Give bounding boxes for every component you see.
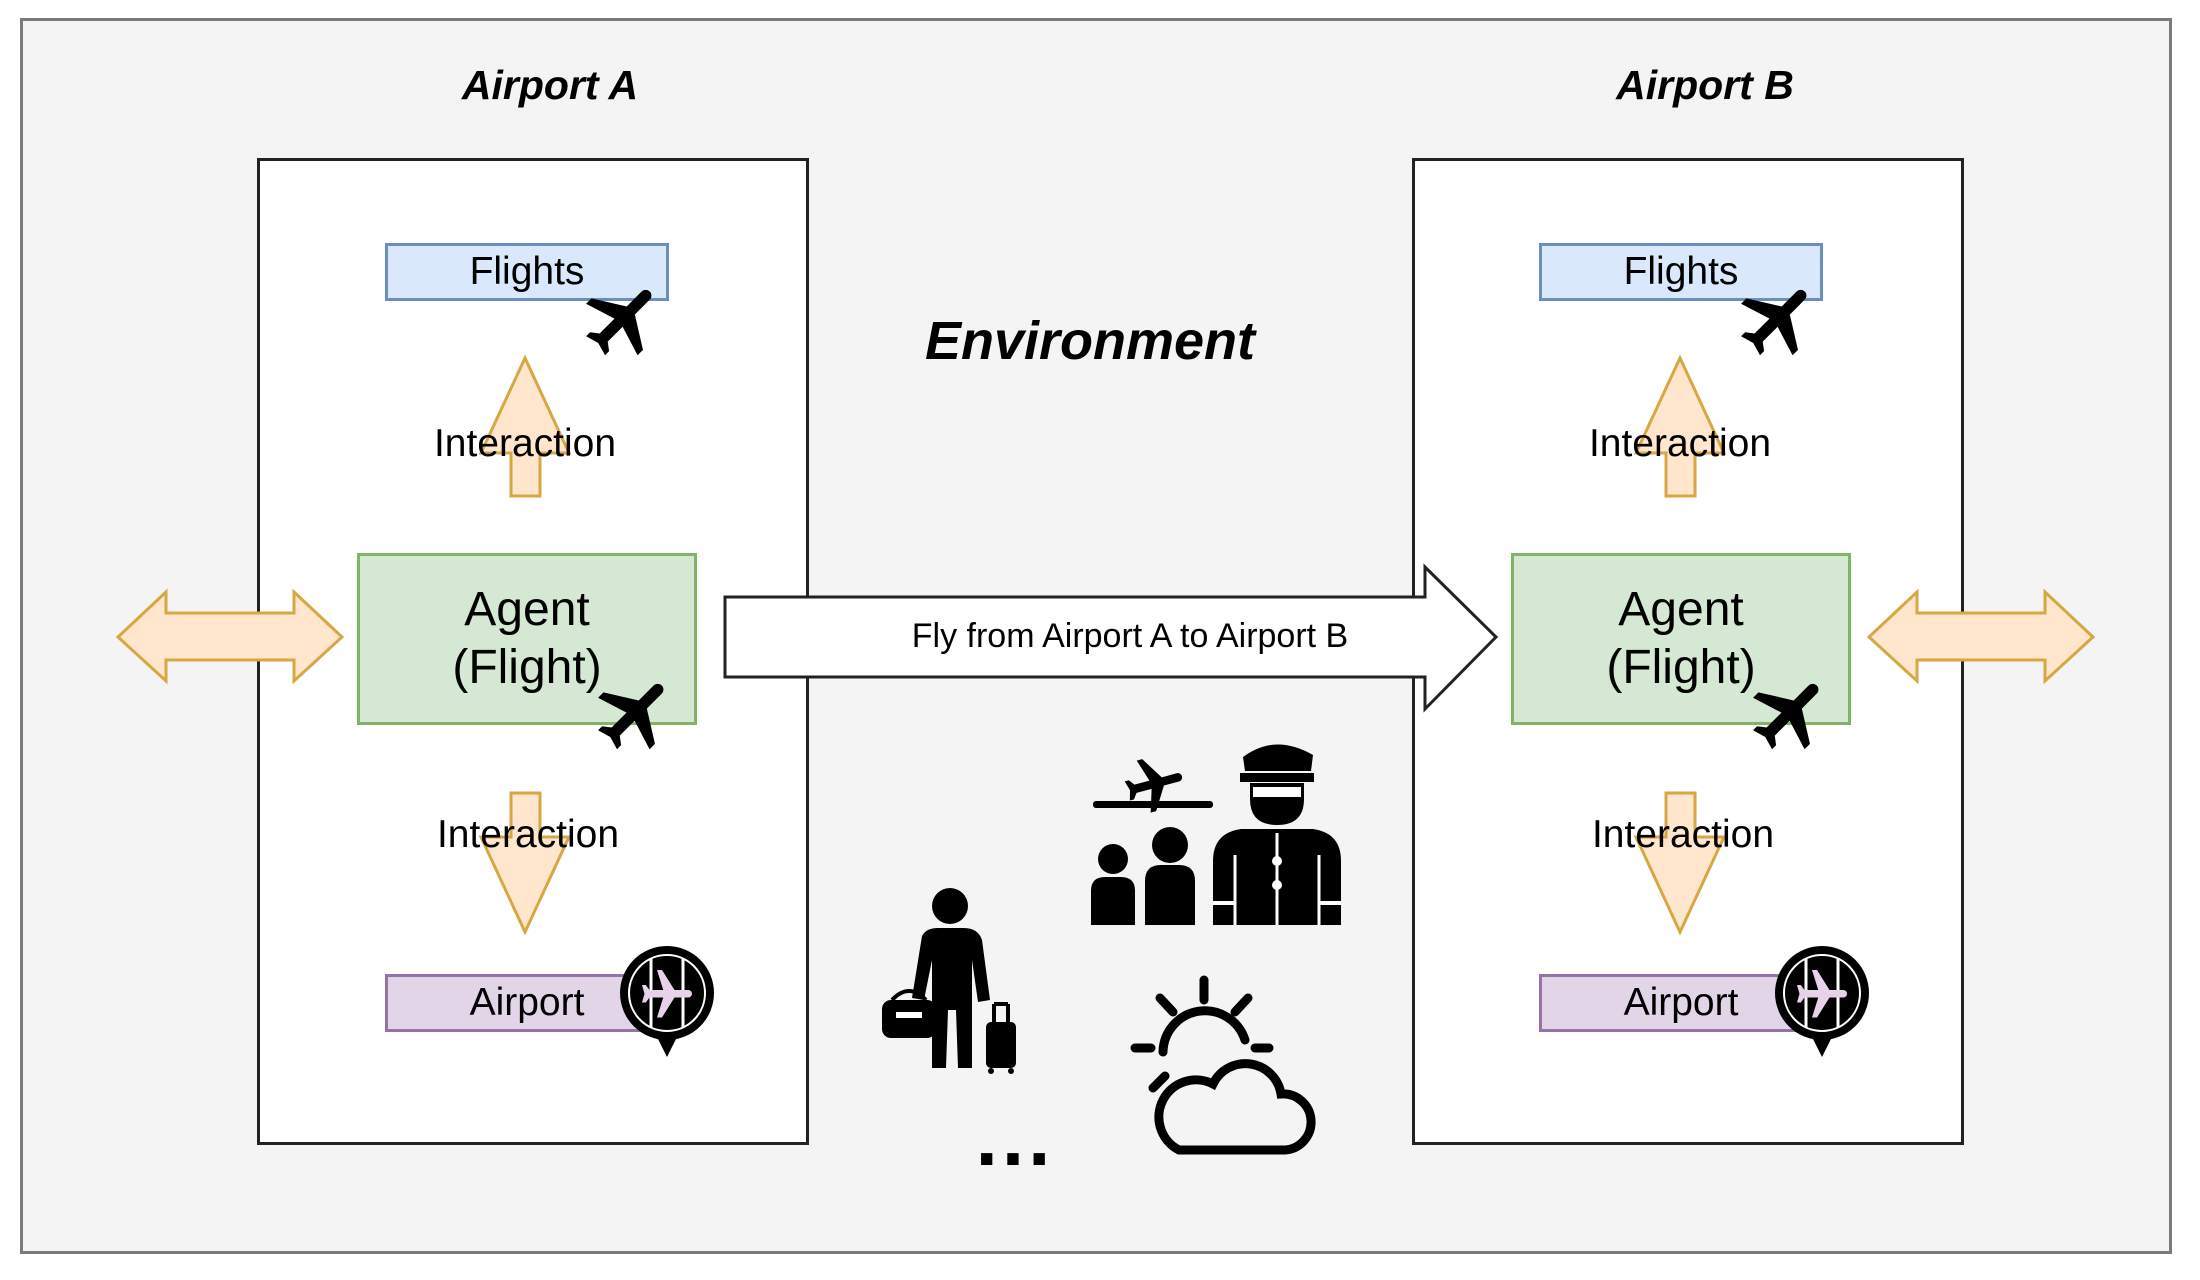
- interaction-label-a-bottom: Interaction: [436, 813, 620, 856]
- traveler-luggage-icon: [882, 888, 1016, 1074]
- airplane-icon: [1724, 265, 1831, 372]
- airport-label-b: Airport: [1623, 981, 1739, 1024]
- airport-label-a: Airport: [469, 981, 585, 1024]
- interaction-down-arrow-a: [478, 791, 572, 936]
- flights-label-a: Flights: [469, 250, 585, 293]
- airport-b-title: Airport B: [1616, 62, 1794, 108]
- interaction-label-b-bottom: Interaction: [1591, 813, 1775, 856]
- environment-label: Environment: [924, 311, 1256, 371]
- interaction-label-a-top: Interaction: [433, 422, 617, 465]
- flights-label-b: Flights: [1623, 250, 1739, 293]
- interaction-up-arrow-b: [1633, 354, 1727, 498]
- agent-sublabel-a: (Flight): [452, 641, 602, 694]
- weather-icon: [1130, 975, 1316, 1155]
- right-double-arrow: [1866, 588, 2096, 685]
- flights-node-a: Flights: [385, 243, 669, 301]
- ellipsis: ...: [975, 1093, 1055, 1182]
- airport-node-b: Airport: [1539, 974, 1823, 1032]
- fly-arrow-label: Fly from Airport A to Airport B: [911, 617, 1349, 655]
- interaction-label-b-top: Interaction: [1588, 422, 1772, 465]
- agent-label-b: Agent: [1618, 583, 1744, 636]
- agent-node-b: Agent (Flight): [1511, 553, 1851, 725]
- airport-pin-icon: [1775, 946, 1869, 1057]
- pilot-passengers-icon: [1091, 744, 1341, 925]
- interaction-down-arrow-b: [1633, 791, 1727, 936]
- airport-a-title: Airport A: [461, 62, 639, 108]
- agent-label-a: Agent: [464, 583, 590, 636]
- airplane-icon: [1736, 659, 1843, 766]
- left-double-arrow: [115, 588, 345, 685]
- airplane-icon: [581, 659, 688, 766]
- agent-node-a: Agent (Flight): [357, 553, 697, 725]
- agent-sublabel-b: (Flight): [1606, 641, 1756, 694]
- fly-arrow: [723, 563, 1499, 713]
- airport-pin-icon: [620, 946, 714, 1057]
- airplane-icon: [569, 265, 676, 372]
- flights-node-b: Flights: [1539, 243, 1823, 301]
- interaction-up-arrow-a: [478, 354, 572, 498]
